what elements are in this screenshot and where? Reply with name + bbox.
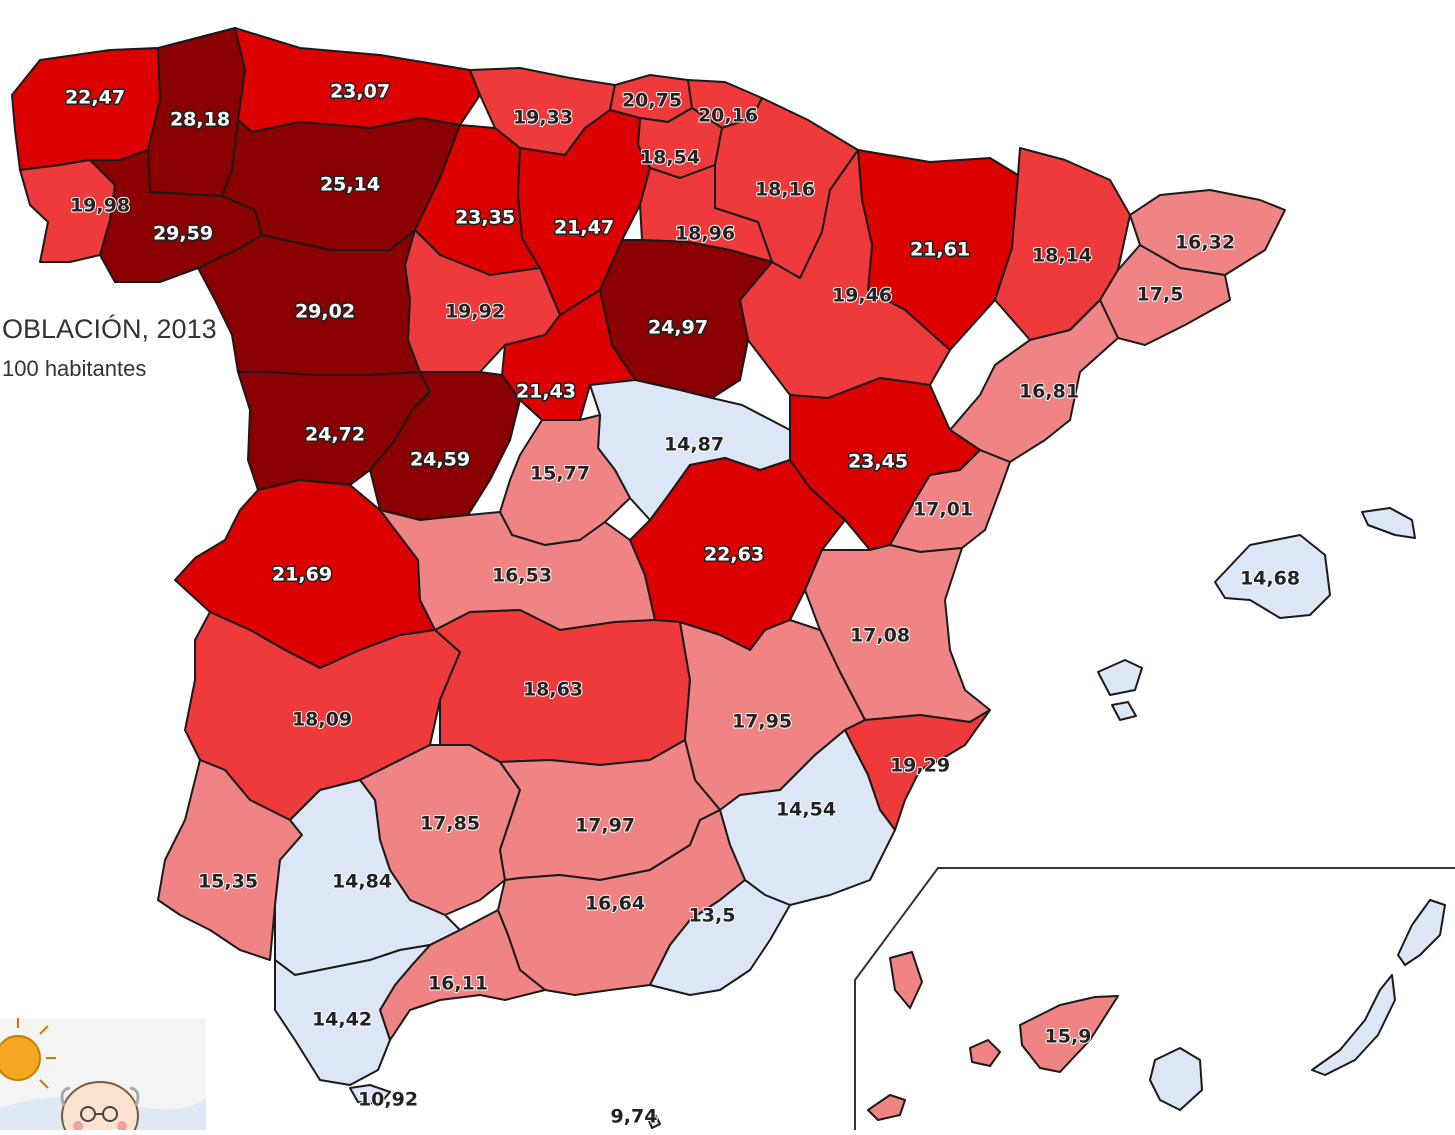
island-menorca (1361, 507, 1416, 539)
island-la-palma (889, 951, 923, 1009)
value-label-huesca: 21,61 (910, 239, 970, 261)
value-label-ourense: 29,59 (153, 223, 213, 245)
province-segovia (501, 289, 636, 421)
value-label-valencia: 17,08 (850, 625, 910, 647)
province-tarragona (949, 299, 1119, 463)
grandpa-face-icon (60, 1081, 140, 1130)
island-fuerteventura (1311, 974, 1396, 1076)
value-label-melilla: 9,74 (611, 1106, 658, 1128)
value-label-burgos: 21,47 (554, 217, 614, 239)
province-almeria (649, 879, 791, 996)
province-barcelona (1099, 244, 1231, 346)
value-label-jaen: 17,97 (575, 815, 635, 837)
value-label-navarra: 18,16 (755, 179, 815, 201)
value-label-murcia: 14,54 (776, 799, 836, 821)
value-label-zamora: 29,02 (295, 301, 355, 323)
province-cadiz (274, 944, 431, 1086)
value-label-huelva: 15,35 (198, 871, 258, 893)
value-label-gipuzkoa: 20,16 (698, 105, 758, 127)
value-label-madrid: 15,77 (530, 463, 590, 485)
value-label-albacete: 17,95 (732, 711, 792, 733)
value-label-lugo: 28,18 (170, 109, 230, 131)
value-label-segovia: 21,43 (516, 381, 576, 403)
value-label-cuenca: 22,63 (704, 544, 764, 566)
island-el-hierro (867, 1094, 906, 1121)
value-label-sevilla: 14,84 (332, 871, 392, 893)
value-label-palencia: 23,35 (455, 207, 515, 229)
value-label-cantabria: 19,33 (513, 107, 573, 129)
value-label-zaragoza: 19,46 (832, 285, 892, 307)
value-label-leon: 25,14 (320, 174, 380, 196)
value-label-cordoba: 17,85 (420, 813, 480, 835)
value-label-avila: 24,59 (410, 449, 470, 471)
value-label-barcelona: 17,5 (1137, 284, 1184, 306)
value-label-castellon: 17,01 (913, 499, 973, 521)
island-lanzarote (1397, 899, 1446, 966)
value-label-malaga: 16,11 (428, 973, 488, 995)
value-label-girona: 16,32 (1175, 232, 1235, 254)
value-label-valladolid: 19,92 (445, 301, 505, 323)
value-label-asturias: 23,07 (330, 81, 390, 103)
value-label-a-coruna: 22,47 (65, 87, 125, 109)
island-gran-canaria (1149, 1047, 1203, 1111)
value-label-cadiz: 14,42 (312, 1009, 372, 1031)
island-ibiza (1097, 659, 1143, 696)
value-label-soria: 24,97 (648, 317, 708, 339)
canary-islands-inset-frame (854, 867, 1455, 1130)
province-huelva (157, 759, 303, 961)
value-label-tarragona: 16,81 (1019, 381, 1079, 403)
province-mallorca (1214, 534, 1331, 619)
value-label-la-rioja: 18,96 (675, 223, 735, 245)
sun-icon (0, 1018, 56, 1089)
value-label-mallorca: 14,68 (1240, 568, 1300, 590)
province-layer (11, 27, 1286, 1129)
value-label-almeria: 13,5 (689, 905, 736, 927)
value-label-badajoz: 18,09 (292, 709, 352, 731)
legend-subtitle: 100 habitantes (2, 356, 147, 381)
value-label-salamanca: 24,72 (305, 424, 365, 446)
province-melilla (647, 1115, 661, 1129)
legend-title: OBLACIÓN, 2013 (2, 314, 217, 344)
value-label-ciudad-real: 18,63 (523, 679, 583, 701)
island-formentera (1111, 701, 1137, 721)
province-a-coruna (11, 47, 161, 171)
province-ceuta (349, 1084, 391, 1105)
value-label-teruel: 23,45 (848, 451, 908, 473)
value-label-alicante: 19,29 (890, 755, 950, 777)
value-label-toledo: 16,53 (492, 565, 552, 587)
value-label-tenerife: 15,9 (1045, 1026, 1092, 1048)
province-tenerife (1019, 995, 1119, 1073)
value-label-araba: 18,54 (640, 147, 700, 169)
value-label-caceres: 21,69 (272, 564, 332, 586)
elderly-cartoon-illustration (0, 1018, 206, 1130)
value-label-lleida: 18,14 (1032, 245, 1092, 267)
value-label-granada: 16,64 (585, 893, 645, 915)
value-label-pontevedra: 19,98 (70, 195, 130, 217)
island-la-gomera (969, 1039, 1001, 1067)
island-layer (867, 507, 1446, 1121)
value-label-bizkaia: 20,75 (622, 90, 682, 112)
value-label-layer: 22,47 28,18 23,07 19,33 20,75 20,16 18,54 18,16… (63, 79, 1301, 1129)
value-label-ceuta: 10,92 (358, 1089, 418, 1111)
value-label-guadalajara: 14,87 (664, 434, 724, 456)
